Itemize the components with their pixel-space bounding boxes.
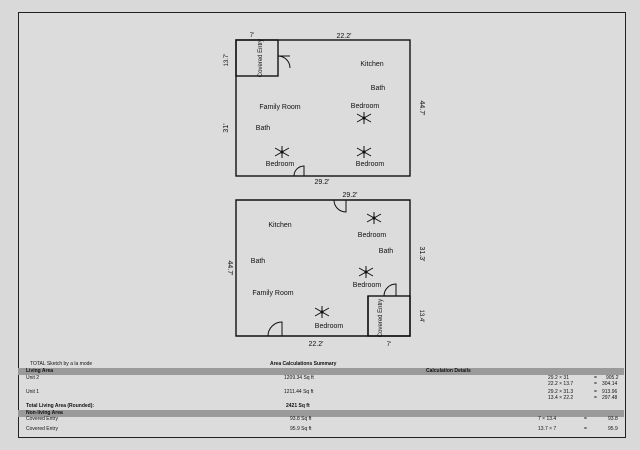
calc-eq: = — [584, 426, 587, 432]
ceiling-fan-icon — [358, 266, 374, 278]
ceiling-fan-icon — [356, 146, 372, 158]
room-covered-entry: Covered Entry — [378, 299, 384, 337]
entry-name: Covered Entry — [26, 426, 58, 432]
covered-entry-row: Covered Entry 95.9 Sq ft 13.7 × 7 = 95.9 — [18, 427, 624, 434]
room-family-room: Family Room — [259, 104, 300, 111]
dim-top-small: 7' — [250, 33, 254, 39]
dim-top: 29.2' — [343, 192, 358, 199]
living-area-label: Living Area — [26, 368, 54, 374]
unit-bottom-top-door — [333, 199, 347, 213]
unit-top-outline — [235, 39, 411, 177]
non-living-label: Non-living Area — [26, 410, 63, 416]
calc-result: 304.14 — [602, 381, 618, 387]
room-covered-entry: Covered Entry — [258, 39, 264, 77]
calc-details-label: Calculation Details — [426, 368, 471, 374]
dim-bottom-small: 7' — [387, 342, 391, 348]
calc-expr: 7 × 13.4 — [538, 416, 557, 422]
dim-left: 44.7' — [226, 261, 233, 276]
unit-top-entry-box — [235, 39, 279, 77]
room-bedroom: Bedroom — [356, 161, 385, 168]
sketch-sheet — [18, 12, 626, 438]
unit-bottom-plan: 29.2' 44.7' 31.3' 13.4' 22.2' 7' Kitchen… — [226, 192, 425, 348]
calc-expr: 22.2 × 13.7 — [548, 381, 574, 387]
covered-entry-row: Covered Entry 93.8 Sq ft 7 × 13.4 = 93.8 — [18, 417, 624, 424]
calc-expr: 29.2 × 31.3 — [548, 389, 574, 395]
unit-name: Unit 1 — [26, 389, 40, 395]
dim-left: 31' — [223, 123, 230, 132]
entry-area: 95.9 Sq ft — [290, 426, 312, 432]
summary-header-row: TOTAL Sketch by a la mode Area Calculati… — [18, 362, 624, 369]
unit-area: 1211.44 Sq ft — [284, 389, 314, 395]
room-bedroom: Bedroom — [315, 323, 344, 330]
dim-top: 22.2' — [337, 33, 352, 40]
dim-bottom: 22.2' — [309, 341, 324, 348]
unit2-row: Unit 2 1209.34 Sq ft 29.2 × 31 = 905.2 — [18, 376, 624, 383]
unit-bottom-entry-door — [383, 283, 397, 297]
total-living-row: Total Living Area (Rounded): 2421 Sq ft — [18, 404, 624, 411]
sketch-note: TOTAL Sketch by a la mode — [30, 361, 93, 367]
dim-bottom: 29.2' — [315, 179, 330, 186]
unit-top-entry-swing — [277, 55, 291, 69]
unit-bottom-entry-box — [367, 295, 411, 337]
room-bath: Bath — [256, 125, 271, 132]
dim-left-upper: 13.7' — [224, 54, 230, 67]
room-bedroom: Bedroom — [353, 282, 382, 289]
unit-name: Unit 2 — [26, 375, 40, 381]
living-area-header: Living Area Calculation Details — [18, 368, 624, 375]
total-label: Total Living Area (Rounded): — [26, 403, 95, 409]
calc-result: 93.8 — [608, 416, 618, 422]
room-family-room: Family Room — [252, 290, 293, 297]
unit-bottom-bottom-door — [267, 321, 283, 337]
entry-area: 93.8 Sq ft — [290, 416, 312, 422]
area-summary: TOTAL Sketch by a la mode Area Calculati… — [18, 362, 624, 436]
calc-eq: = — [594, 389, 597, 395]
dim-right-lower: 13.4' — [418, 310, 424, 323]
calc-eq: = — [584, 416, 587, 422]
calc-eq: = — [594, 375, 597, 381]
unit-top-plan: 7' 22.2' 13.7' 31' 44.7' 29.2' Covered E… — [223, 33, 425, 186]
unit-top-bottom-door — [293, 165, 305, 177]
calc-result: 297.48 — [602, 395, 618, 401]
calc-result: 913.96 — [602, 389, 618, 395]
unit2-row-2: 22.2 × 13.7 = 304.14 — [18, 382, 624, 389]
calc-eq: = — [594, 395, 597, 401]
ceiling-fan-icon — [314, 306, 330, 318]
calc-result: 95.9 — [608, 426, 618, 432]
calc-result: 905.2 — [606, 375, 619, 381]
room-bath: Bath — [379, 248, 394, 255]
total-value: 2421 Sq ft — [286, 403, 310, 409]
calc-expr: 29.2 × 31 — [548, 375, 569, 381]
room-kitchen: Kitchen — [360, 61, 383, 68]
room-bedroom: Bedroom — [266, 161, 295, 168]
dim-right: 31.3' — [418, 247, 425, 262]
unit1-row-2: 13.4 × 22.2 = 297.48 — [18, 396, 624, 403]
unit-area: 1209.34 Sq ft — [284, 375, 314, 381]
calc-expr: 13.7 × 7 — [538, 426, 557, 432]
room-bath: Bath — [251, 258, 266, 265]
summary-title: Area Calculations Summary — [270, 361, 337, 367]
room-bedroom: Bedroom — [358, 232, 387, 239]
entry-name: Covered Entry — [26, 416, 58, 422]
ceiling-fan-icon — [356, 112, 372, 124]
calc-eq: = — [594, 381, 597, 387]
room-kitchen: Kitchen — [268, 222, 291, 229]
calc-expr: 13.4 × 22.2 — [548, 395, 574, 401]
non-living-header: Non-living Area — [18, 410, 624, 417]
ceiling-fan-icon — [366, 212, 382, 224]
unit1-row: Unit 1 1211.44 Sq ft 29.2 × 31.3 = 913.9… — [18, 390, 624, 397]
ceiling-fan-icon — [274, 146, 290, 158]
room-bath: Bath — [371, 85, 386, 92]
room-bedroom: Bedroom — [351, 103, 380, 110]
dim-right: 44.7' — [418, 101, 425, 116]
